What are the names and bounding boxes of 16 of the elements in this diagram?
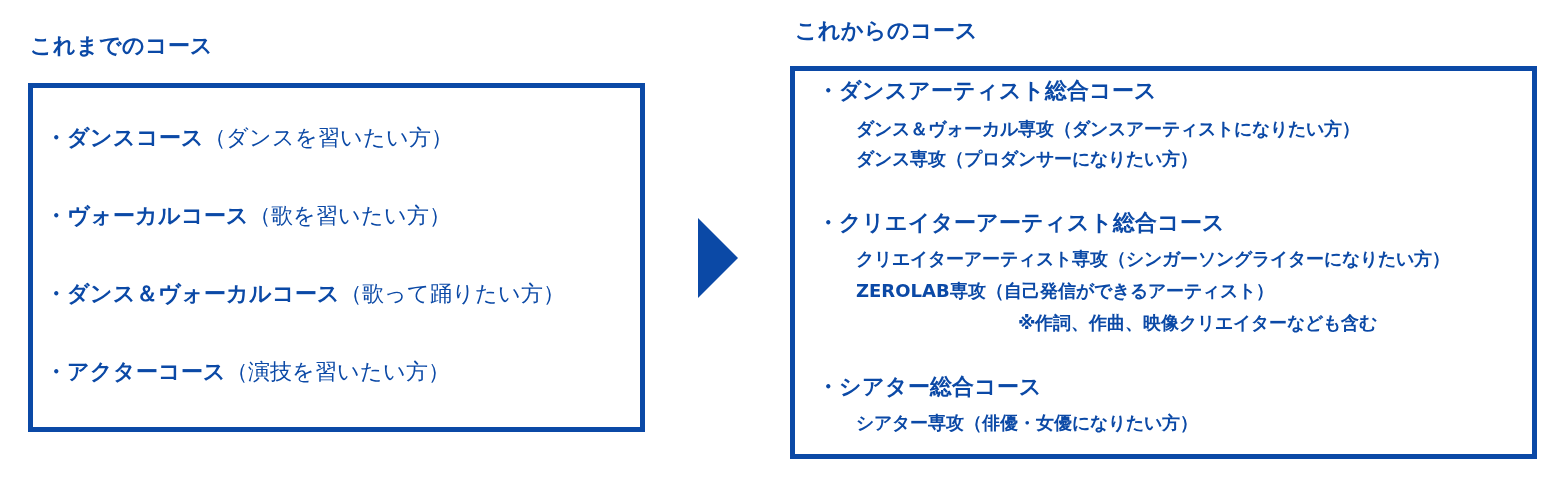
course-item: ・ダンス＆ヴォーカルコース（歌って踊りたい方） [45,281,565,308]
course-item: ・クリエイターアーティスト総合コース [817,210,1225,237]
course-item: ・ヴォーカルコース（歌を習いたい方） [45,203,451,230]
note-text: ※作詞、作曲、映像クリエイターなども含む [1018,312,1378,334]
course-item: ・ダンスコース（ダンスを習いたい方） [45,125,453,152]
major-item: ダンス＆ヴォーカル専攻（ダンスアーティストになりたい方） [856,118,1360,140]
major-item: ダンス専攻（プロダンサーになりたい方） [856,148,1198,170]
heading: これからのコース [795,18,978,45]
course-item: ・アクターコース（演技を習いたい方） [45,359,450,386]
major-item: クリエイターアーティスト専攻（シンガーソングライターになりたい方） [856,248,1450,270]
major-item: シアター専攻（俳優・女優になりたい方） [856,412,1198,434]
arrow [698,218,738,298]
course-item: ・ダンスアーティスト総合コース [817,78,1157,105]
heading: これまでのコース [30,33,213,60]
major-item: ZEROLAB専攻（自己発信ができるアーティスト） [856,280,1274,302]
course-item: ・シアター総合コース [817,374,1042,401]
